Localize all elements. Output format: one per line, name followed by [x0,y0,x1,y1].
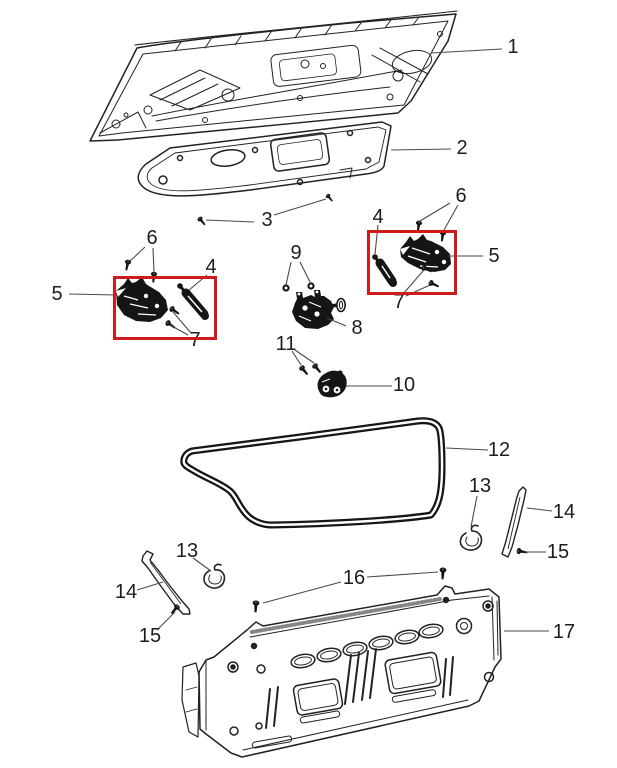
callout-7-left[interactable]: 7 [189,329,201,351]
leader-line-13 [192,557,212,572]
part-14-left-bracket-drawing [141,550,191,615]
callout-14-right[interactable]: 14 [552,501,576,523]
callout-12[interactable]: 12 [487,439,511,461]
callout-15-right[interactable]: 15 [546,541,570,563]
part-4-right-strut-drawing [372,254,397,287]
callout-6-left[interactable]: 6 [146,227,158,249]
callout-15-left[interactable]: 15 [138,625,162,647]
leader-line-5 [68,293,118,296]
leader-line-11 [291,350,302,366]
highlight-box-left-hinge [113,276,217,340]
callout-16[interactable]: 16 [342,567,366,589]
part-13-left-clip-drawing [203,563,226,589]
part-2-trim-panel-drawing [137,121,392,197]
part-10-striker-drawing [317,370,347,398]
leader-line-3 [205,219,255,223]
highlight-box-right-hinge [367,230,457,295]
callout-4-left[interactable]: 4 [205,256,217,278]
leader-line-6 [419,202,451,222]
part-5-right-hinge-drawing [400,234,451,272]
part-4-left-strut-drawing [177,283,209,320]
leader-line-11 [294,349,315,364]
part-12-weatherstrip-drawing [180,417,446,529]
leader-line-14 [526,507,553,512]
leader-line-9 [285,261,292,286]
leader-line-14 [136,581,164,591]
leader-line-7 [402,270,424,295]
leader-line-6 [443,204,459,231]
leader-line-2 [390,148,452,151]
leader-line-16 [366,571,439,578]
callout-5-right[interactable]: 5 [488,245,500,267]
callout-13-right[interactable]: 13 [468,475,492,497]
part-1-deck-lid-drawing [89,10,458,142]
callout-14-left[interactable]: 14 [114,581,138,603]
leader-line-7 [172,311,192,334]
callout-7-right[interactable]: 7 [393,291,405,313]
leader-line-6 [152,247,155,273]
part-14-right-bracket-drawing [501,486,527,558]
callout-6-right[interactable]: 6 [455,185,467,207]
callout-13-left[interactable]: 13 [175,540,199,562]
callout-1[interactable]: 1 [507,36,519,58]
part-13-right-clip-drawing [459,524,483,551]
leader-line-12 [445,447,489,451]
part-17-rear-panel-drawing [181,585,502,758]
leader-line-8 [326,317,347,327]
leader-line-13 [470,495,478,528]
leader-line-9 [299,261,312,285]
callout-10[interactable]: 10 [392,374,416,396]
leader-line-16 [262,581,342,604]
part-5-left-hinge-drawing [116,277,168,322]
callout-9[interactable]: 9 [290,242,302,264]
callout-4-right[interactable]: 4 [372,206,384,228]
leader-line-4 [374,224,379,255]
leader-line-6 [129,246,146,262]
leader-line-7 [169,324,189,336]
leader-line-1 [430,48,503,54]
part-8-latch-drawing [292,290,346,329]
callout-17[interactable]: 17 [552,621,576,643]
callout-5-left[interactable]: 5 [51,283,63,305]
callout-2[interactable]: 2 [456,137,468,159]
callout-3[interactable]: 3 [261,209,273,231]
callout-11[interactable]: 11 [275,333,297,355]
leader-line-15 [156,611,176,631]
callout-8[interactable]: 8 [351,317,363,339]
leader-line-3 [273,198,327,216]
